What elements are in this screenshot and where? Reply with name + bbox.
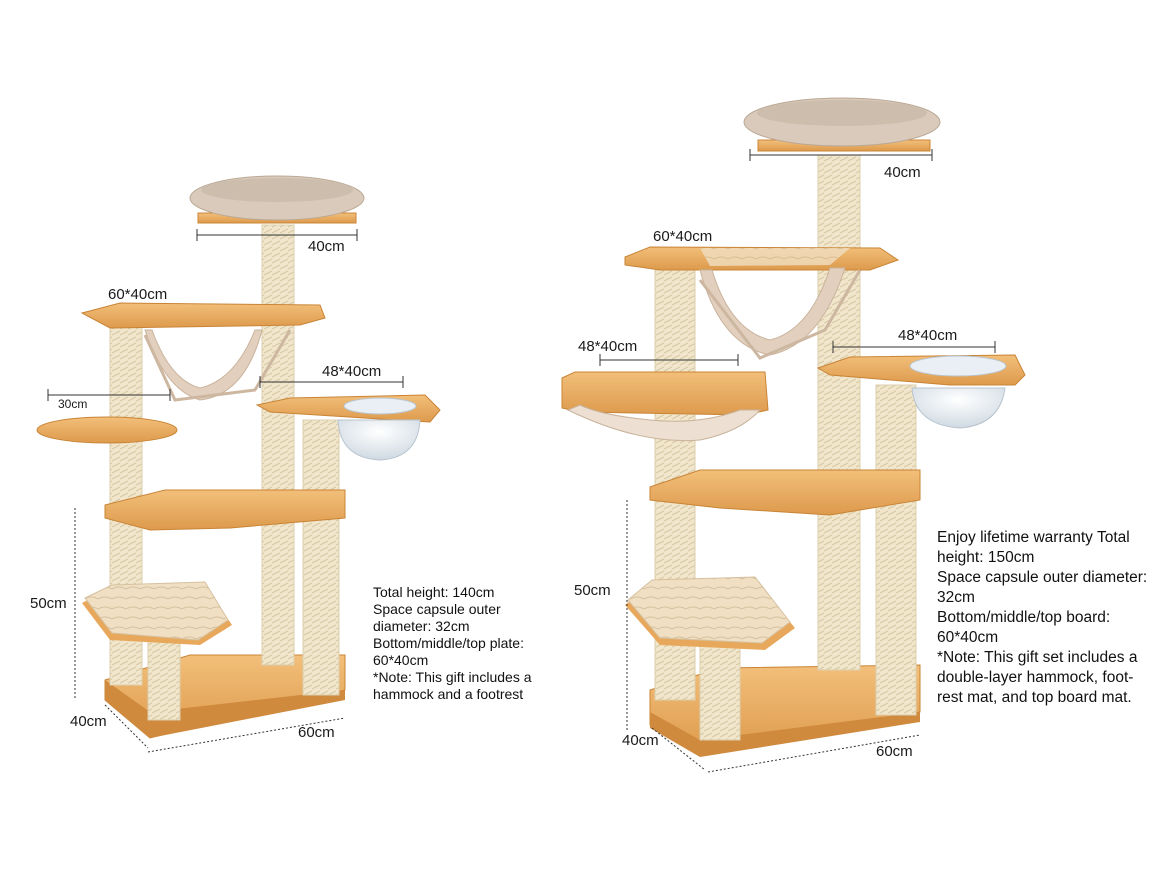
spec-line: *Note: This gift includes a [373, 669, 532, 685]
right-cat-tree [561, 97, 1026, 757]
spec-line: 60*40cm [937, 629, 999, 646]
left-round-board-dimension: 30cm [58, 397, 88, 411]
left-capsule-board-dimension: 48*40cm [322, 363, 382, 380]
spec-line: Space capsule outer [373, 601, 501, 617]
left-width-dimension: 60cm [298, 724, 335, 741]
spec-line: Space capsule outer diameter: [937, 569, 1148, 586]
spec-line: double-layer hammock, foot- [937, 669, 1134, 686]
left-depth-dimension: 40cm [70, 713, 107, 730]
spec-line: *Note: This gift set includes a [937, 649, 1138, 666]
spec-line: Enjoy lifetime warranty Total [937, 529, 1130, 546]
spec-line: rest mat, and top board mat. [937, 689, 1132, 706]
right-depth-dimension: 40cm [622, 732, 659, 749]
right-height-dimension: 50cm [574, 582, 611, 599]
left-top-bed-dimension: 40cm [308, 238, 345, 255]
left-spec-notes: Total height: 140cm Space capsule outer … [373, 584, 563, 703]
right-width-dimension: 60cm [876, 743, 913, 760]
right-upper-board-dimension: 60*40cm [653, 228, 713, 245]
left-height-dimension: 50cm [30, 595, 67, 612]
spec-line: diameter: 32cm [373, 618, 470, 634]
left-upper-board-dimension: 60*40cm [108, 286, 168, 303]
spec-line: Bottom/middle/top board: [937, 609, 1111, 626]
spec-line: 32cm [937, 589, 975, 606]
right-hammock-board-dimension: 48*40cm [578, 338, 638, 355]
right-capsule-board-dimension: 48*40cm [898, 327, 958, 344]
left-dimension-lines [47, 229, 404, 753]
right-dimension-lines [599, 149, 996, 773]
spec-line: height: 150cm [937, 549, 1035, 566]
spec-line: hammock and a footrest [373, 686, 524, 702]
spec-line: Bottom/middle/top plate: [373, 635, 524, 651]
spec-line: Total height: 140cm [373, 584, 495, 600]
spec-line: 60*40cm [373, 652, 429, 668]
right-top-bed-dimension: 40cm [884, 164, 921, 181]
left-cat-tree [36, 175, 441, 739]
right-spec-notes: Enjoy lifetime warranty Total height: 15… [937, 528, 1167, 708]
